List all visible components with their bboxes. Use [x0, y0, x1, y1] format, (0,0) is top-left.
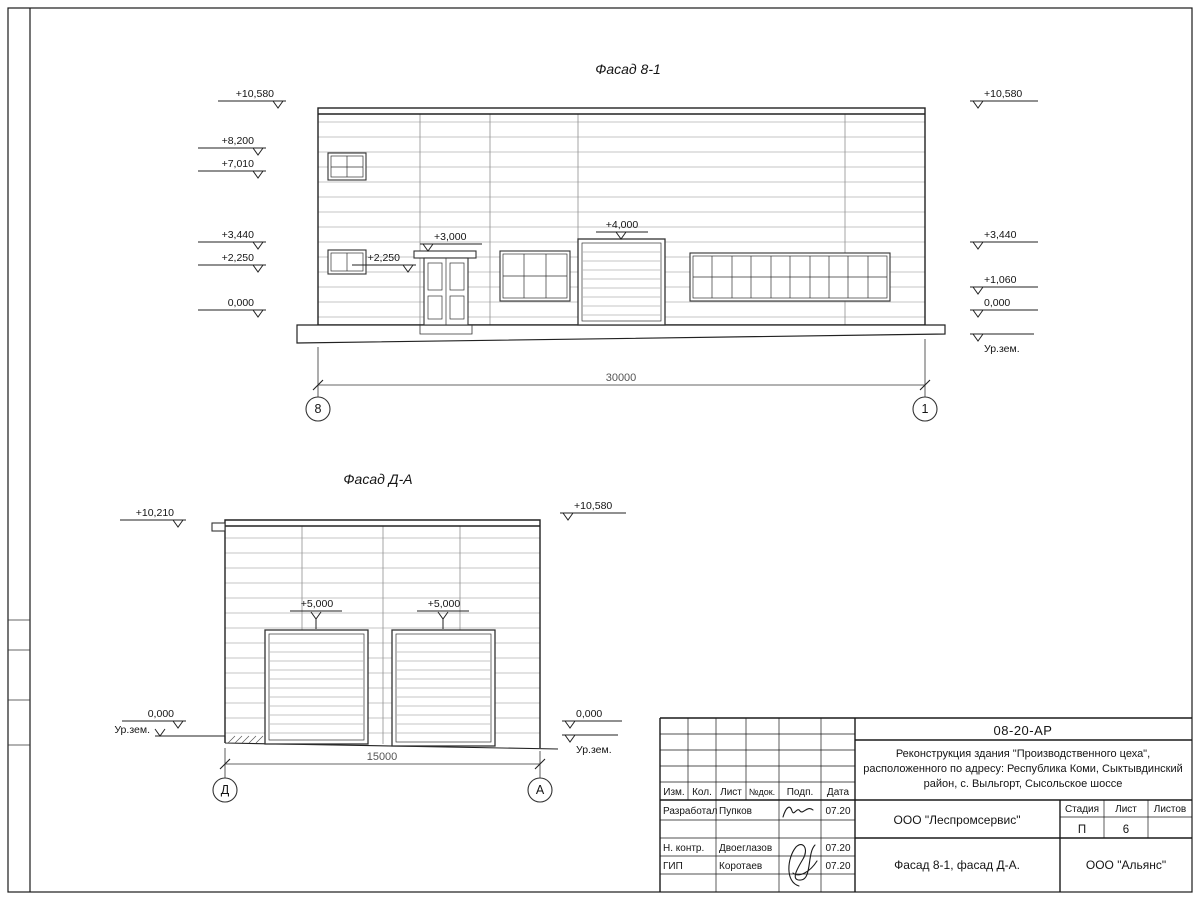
facade-d-a-wall [211, 519, 541, 748]
facade-d-a-drawing: Фасад Д-А +10,210 [114, 471, 626, 803]
elevation-value: +7,010 [222, 158, 255, 170]
elevation-mark: +10,580 [560, 500, 626, 521]
elevation-mark: +1,060 [970, 274, 1038, 295]
name-gip: Коротаев [719, 861, 762, 872]
elevation-mark: +3,000 [420, 231, 482, 252]
elevation-mark: +5,000 [290, 598, 342, 629]
organization-name: ООО "Леспромсервис" [894, 813, 1021, 827]
stage-value: П [1078, 824, 1086, 836]
axis-label-8: 8 [315, 402, 322, 416]
date-ncontrol: 07.20 [825, 843, 850, 854]
title-block: 08-20-АР Реконструкция здания "Производс… [659, 717, 1192, 892]
ground-level-label: Ур.зем. [984, 343, 1020, 355]
project-title-line2: расположенного по адресу: Республика Ком… [863, 763, 1183, 775]
elevation-mark: +10,580 [218, 88, 286, 109]
gate-left [264, 629, 369, 745]
elevation-value: 0,000 [148, 708, 174, 720]
window-ribbon [689, 252, 891, 302]
ground-level-mark: Ур.зем. [970, 333, 1034, 355]
date-gip: 07.20 [825, 861, 850, 872]
elevation-value: +3,000 [434, 231, 467, 243]
elevation-mark: +2,250 [198, 252, 266, 273]
elevation-mark: +10,580 [970, 88, 1038, 109]
elevation-value: +3,440 [222, 229, 255, 241]
column-header-list: Лист [720, 787, 742, 798]
axis-label-a: А [536, 783, 545, 797]
elevation-mark: +7,010 [198, 158, 266, 179]
contractor-name: ООО "Альянс" [1086, 858, 1166, 872]
date-developer: 07.20 [825, 806, 850, 817]
axis-label-1: 1 [922, 402, 929, 416]
facade-d-a-title: Фасад Д-А [343, 471, 412, 487]
elevation-value: +8,200 [222, 135, 255, 147]
elevation-value: +10,580 [984, 88, 1022, 100]
elevation-value: +2,250 [368, 252, 401, 264]
dimension-facade1: 30000 8 1 [305, 339, 938, 422]
elevation-value: +3,440 [984, 229, 1017, 241]
role-ncontrol: Н. контр. [663, 843, 704, 854]
gate-facade1 [577, 238, 666, 326]
elevation-mark: +5,000 [417, 598, 469, 629]
elevation-mark: +4,000 [596, 219, 648, 240]
sheet-header: Лист [1115, 804, 1137, 815]
elevation-value: +5,000 [301, 598, 334, 610]
elevation-value: +4,000 [606, 219, 639, 231]
dimension-value: 30000 [606, 372, 637, 384]
column-header-data: Дата [827, 787, 850, 798]
column-header-izm: Изм. [663, 787, 684, 798]
elevation-value: +10,210 [136, 507, 174, 519]
elevation-value: +1,060 [984, 274, 1017, 286]
ground-level-label: Ур.зем. [114, 724, 150, 736]
window-lower-left [327, 249, 367, 275]
ground-level-mark: Ур.зем. [114, 724, 166, 737]
window-upper-left [327, 152, 367, 181]
ground-level-label: Ур.зем. [576, 744, 612, 756]
entrance-door [413, 250, 477, 335]
sheets-header: Листов [1154, 804, 1187, 815]
elevation-mark: +2,250 [352, 252, 416, 273]
sheet-number: 6 [1123, 824, 1129, 836]
column-header-podp: Подп. [787, 787, 814, 798]
document-code: 08-20-АР [994, 723, 1053, 738]
column-header-kol: Кол. [692, 787, 712, 798]
elevation-value: 0,000 [576, 708, 602, 720]
name-ncontrol: Двоеглазов [719, 843, 772, 854]
elevation-mark: 0,000 [970, 297, 1038, 318]
facade-8-1-plinth [296, 324, 946, 344]
elevation-value: 0,000 [984, 297, 1010, 309]
elevation-value: +5,000 [428, 598, 461, 610]
signature-flourish [788, 843, 818, 887]
elevation-mark: 0,000 [198, 297, 266, 318]
elevation-value: +10,580 [574, 500, 612, 512]
facade-8-1-drawing: Фасад 8-1 [198, 61, 1038, 422]
role-gip: ГИП [663, 861, 683, 872]
project-title-line1: Реконструкция здания "Производственного … [896, 748, 1150, 760]
column-header-ndok: №док. [749, 787, 775, 797]
elevation-mark: +3,440 [970, 229, 1038, 250]
axis-label-d: Д [221, 783, 230, 797]
elevation-value: +2,250 [222, 252, 255, 264]
stage-header: Стадия [1065, 804, 1099, 815]
name-developer: Пупков [719, 806, 752, 817]
elevation-mark: 0,000 [122, 708, 186, 729]
signature-developer [782, 806, 814, 818]
ground-level-mark: Ур.зем. [562, 734, 618, 756]
role-developer: Разработал [663, 805, 718, 817]
dimension-facade2: 15000 Д А [212, 748, 553, 803]
elevation-value: 0,000 [228, 297, 254, 309]
project-title-line3: район, с. Выльгорт, Сысольское шоссе [924, 778, 1123, 790]
elevation-mark: 0,000 [562, 708, 622, 729]
elevation-mark: +8,200 [198, 135, 266, 156]
gate-right [391, 629, 496, 747]
sheet-frame [7, 7, 1193, 893]
dimension-value: 15000 [367, 751, 398, 763]
facade-8-1-title: Фасад 8-1 [595, 61, 661, 77]
sheet-subtitle: Фасад 8-1, фасад Д-А. [894, 858, 1020, 872]
elevation-mark: +3,440 [198, 229, 266, 250]
elevation-value: +10,580 [236, 88, 274, 100]
window-triple [499, 250, 571, 302]
elevation-mark: +10,210 [120, 507, 186, 528]
